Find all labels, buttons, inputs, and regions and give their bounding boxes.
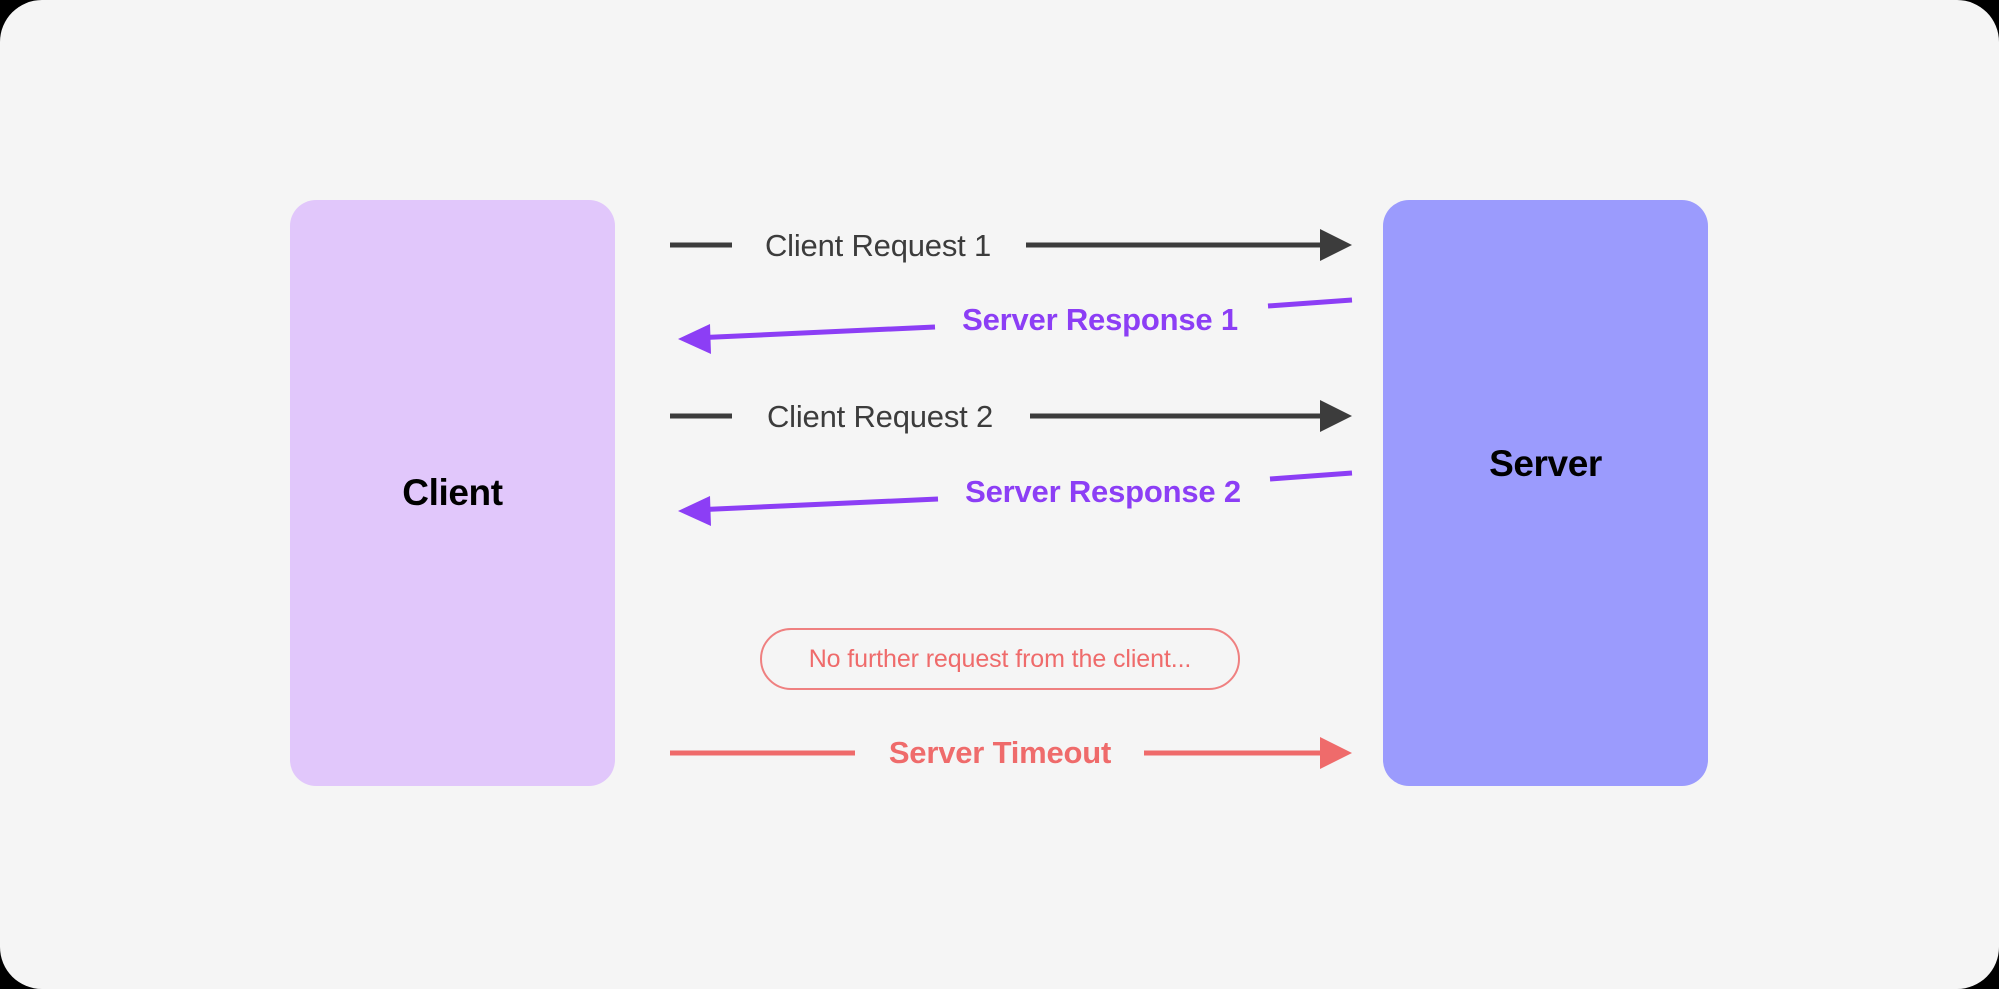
note-pill-text: No further request from the client... [808,644,1192,673]
arrow-server-response-1-head [678,324,711,354]
node-server[interactable]: Server [1383,200,1708,786]
flow-label-client-request-1: Client Request 1 [765,228,991,263]
flow-label-server-response-1: Server Response 1 [962,302,1238,337]
arrow-server-response-1-shaft [693,324,936,341]
arrow-server-response-1 [678,297,1353,354]
arrow-server-timeout-head [1320,737,1352,769]
arrow-server-response-2-head [678,496,711,526]
node-server-label: Server [1489,443,1602,484]
note-pill: No further request from the client... [760,628,1240,690]
arrow-server-response-2-stub [1269,470,1353,482]
arrow-client-request-1-head [1320,229,1352,261]
flow-label-server-timeout: Server Timeout [888,735,1112,770]
node-client[interactable]: Client [290,200,615,786]
arrow-client-request-2-head [1320,400,1352,432]
arrow-server-response-1-stub [1267,297,1353,309]
arrow-server-response-2-shaft [693,496,939,513]
flow-label-client-request-2: Client Request 2 [767,399,993,434]
flow-label-server-response-2: Server Response 2 [965,474,1241,509]
node-client-label: Client [402,472,503,513]
